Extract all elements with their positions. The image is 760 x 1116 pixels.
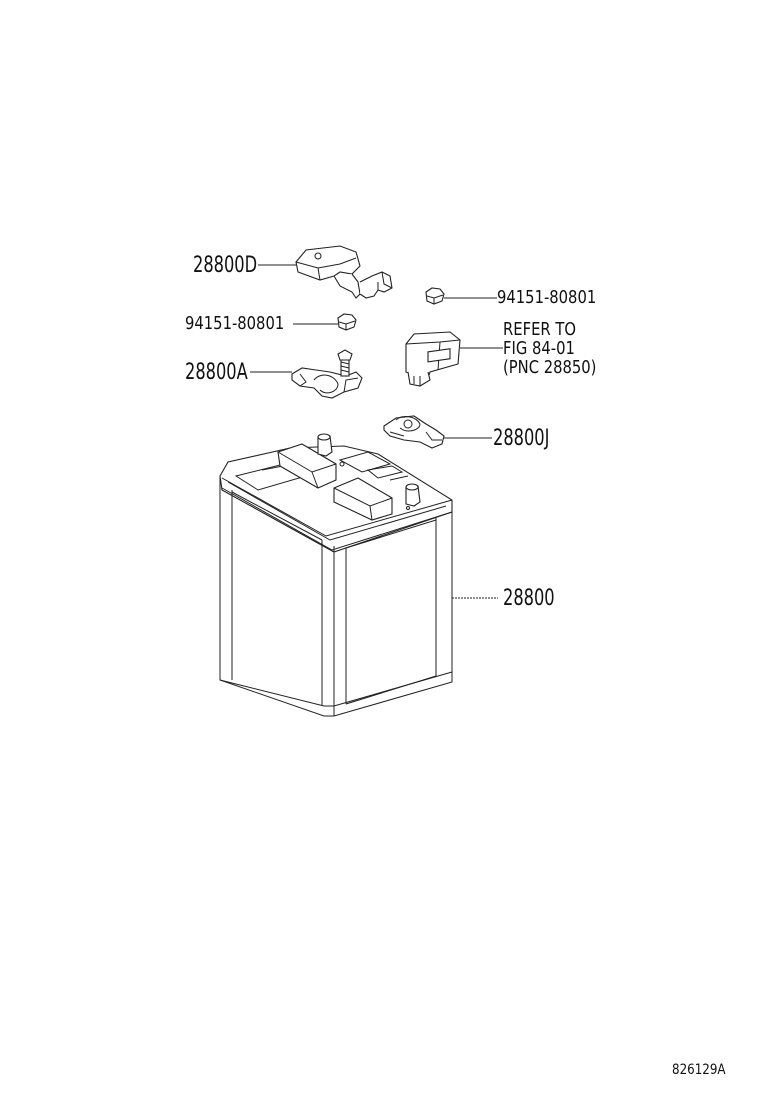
label-battery: 28800 [503,586,555,611]
positive-clamp-drawing [383,415,445,449]
label-terminal-cover: 28800D [193,253,258,278]
label-nut-right: 94151-80801 [497,287,597,308]
reference-line-1: REFER TO [503,319,576,340]
reference-line-2: FIG 84-01 [503,338,575,359]
label-positive-clamp: 28800J [493,426,550,451]
battery-drawing [219,433,453,717]
reference-part-drawing [405,331,461,387]
label-negative-clamp: 28800A [185,360,248,385]
figure-id: 826129A [672,1062,726,1078]
nut-left-drawing [337,313,357,331]
terminal-cover-drawing [295,245,393,299]
negative-clamp-drawing [291,349,363,399]
label-nut-left: 94151-80801 [185,313,285,334]
reference-line-3: (PNC 28850) [503,357,597,378]
nut-right-drawing [425,287,445,305]
reference-note: REFER TO FIG 84-01 (PNC 28850) [503,320,596,377]
